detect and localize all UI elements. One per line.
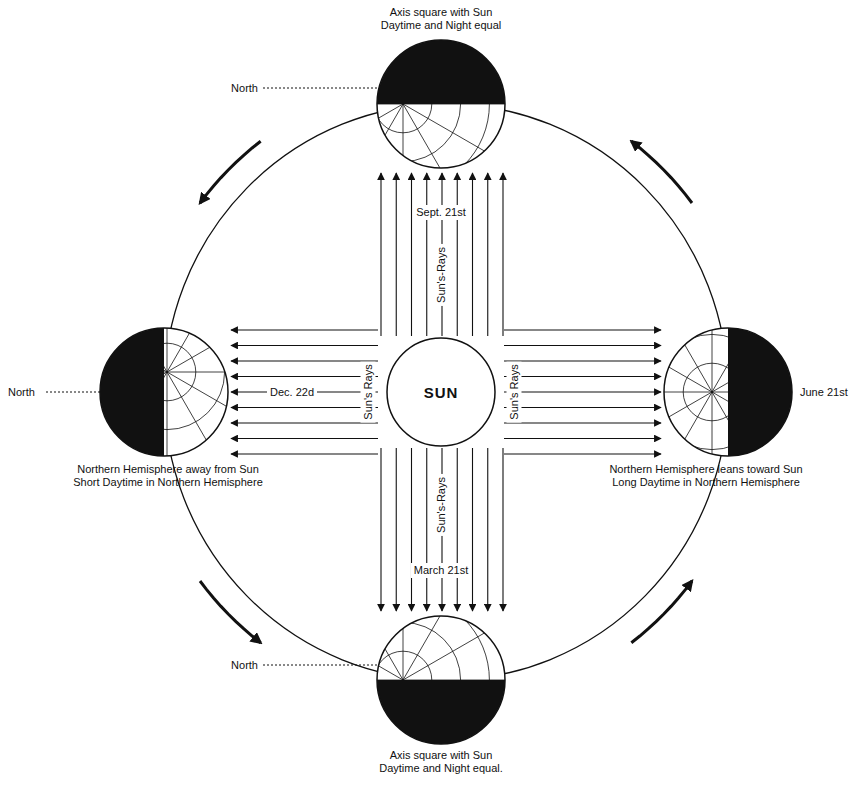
night-side [100, 328, 164, 456]
sun-ray [487, 173, 488, 336]
earth-outline [377, 40, 505, 168]
sun-ray [504, 360, 661, 361]
sun-ray [396, 173, 397, 336]
sun-ray [231, 360, 378, 361]
sun-ray [502, 448, 503, 611]
text-label: March 21st [411, 563, 471, 578]
sun-ray [380, 448, 381, 611]
meridian-line [403, 0, 404, 296]
sun-ray [411, 173, 412, 336]
orbit-arrow [200, 581, 261, 643]
sun-ray [457, 173, 458, 336]
meridian-line [237, 8, 570, 200]
meridian-line [307, 514, 499, 785]
sun-ray [231, 453, 378, 454]
sun-ray [231, 422, 378, 423]
meridian-line [307, 0, 499, 270]
sun-ray [487, 448, 488, 611]
meridian-line [403, 488, 404, 785]
sun-ray [504, 391, 661, 392]
sun-ray [411, 448, 412, 611]
earth-outline [664, 328, 792, 456]
meridian-line [1, 276, 334, 468]
sun-ray [504, 407, 661, 408]
earth-globe [211, 0, 595, 296]
leader-line [46, 392, 100, 393]
earth-globe [211, 488, 595, 785]
text-label: Northern Hemisphere away from Sun Short … [71, 463, 265, 489]
night-side [377, 40, 505, 104]
meridian-line [237, 8, 570, 200]
meridian-line [546, 296, 856, 488]
earth-globe [0, 180, 359, 564]
text-label: Axis square with Sun Daytime and Night e… [378, 6, 504, 32]
orbit-arrow [631, 581, 692, 643]
text-label: Sun's Rays [361, 361, 376, 422]
text-label: North [231, 82, 258, 95]
sun-ray [231, 345, 378, 346]
leader-line [263, 665, 379, 666]
meridian-line [237, 584, 570, 776]
text-label: Sun's-Rays [434, 474, 449, 536]
sun-ray [504, 453, 661, 454]
earth-outline [377, 616, 505, 744]
text-label: Sun's Rays [507, 361, 522, 422]
leader-line [263, 88, 379, 89]
sun-ray [426, 448, 427, 611]
orbit-path [164, 104, 728, 680]
sun-circle: SUN [386, 337, 496, 447]
sun-ray [504, 345, 661, 346]
sun-ray [380, 173, 381, 336]
meridian-line [237, 584, 570, 776]
sun-ray [457, 448, 458, 611]
meridian-line [0, 372, 359, 373]
text-label: Sun's-Rays [434, 244, 449, 306]
sun-ray [504, 329, 661, 330]
sun-ray [396, 448, 397, 611]
earth-outline [100, 328, 228, 456]
text-label: North [231, 659, 258, 672]
sun-ray [504, 438, 661, 439]
meridian-line [546, 296, 856, 488]
sun-ray [231, 329, 378, 330]
sun-ray [472, 448, 473, 611]
sun-ray [504, 376, 661, 377]
sun-ray [504, 422, 661, 423]
sun-ray [231, 438, 378, 439]
sun-ray [502, 173, 503, 336]
sun-ray [231, 376, 378, 377]
text-label: North [8, 386, 35, 399]
night-side [377, 680, 505, 744]
sun-ray [472, 173, 473, 336]
text-label: Axis square with Sun Daytime and Night e… [377, 749, 505, 775]
node-text: SUN [424, 384, 459, 401]
earth-globe [520, 200, 856, 584]
sun-ray [231, 407, 378, 408]
text-label: Dec. 22d [267, 385, 317, 400]
sun-ray [426, 173, 427, 336]
orbit-arrow [200, 141, 261, 203]
night-side [728, 328, 792, 456]
text-label: Sept. 21st [413, 205, 469, 220]
text-label: June 21st [800, 386, 848, 399]
orbit-arrow [631, 141, 692, 203]
text-label: Northern Hemisphere leans toward Sun Lon… [607, 463, 805, 489]
